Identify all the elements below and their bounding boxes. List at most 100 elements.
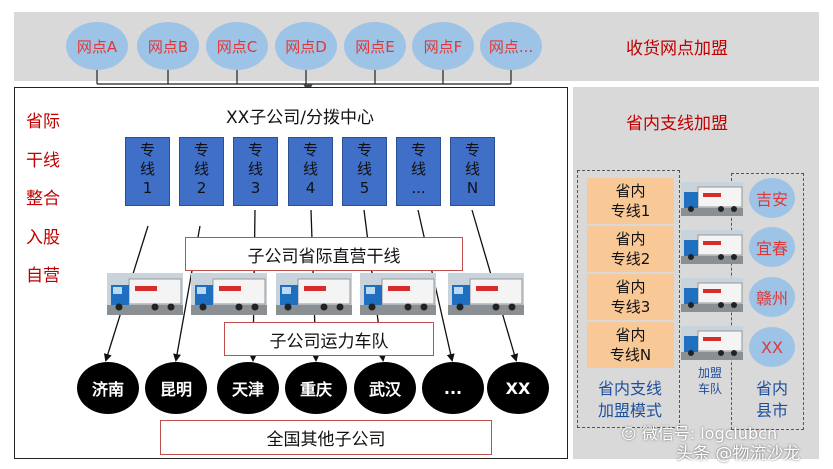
direct-trunk-label: 子公司省际直营干线 [185,237,463,271]
city-label: 天津 [231,380,264,399]
city-node: ... [422,362,484,414]
dedicated-line-char: 专 [356,141,372,159]
fleet-small-label-line: 车队 [697,382,722,396]
left-label-line: 整合 [26,189,60,209]
provincial-line-text: 专线2 [610,250,651,268]
provincial-line-text: 专线3 [610,298,651,316]
dedicated-line-char: 线 [356,160,372,178]
provincial-line-text: 省内 [615,230,646,248]
network-node-label: 网点F [423,37,463,56]
city-label: ... [443,378,463,398]
network-node: 网点C [206,22,268,70]
mode-label: 省内支线 加盟模式 [587,378,673,422]
dedicated-line-number: 1 [142,179,153,197]
county-group-label-line: 省内 [755,379,788,398]
truck-icon [681,182,743,216]
dedicated-line-char: 专 [464,141,480,159]
county-node: XX [749,327,795,367]
fleet-small-label: 加盟 车队 [690,365,730,397]
city-label: 昆明 [159,380,192,399]
truck-image [191,273,267,315]
top-band-title: 收货网点加盟 [626,39,728,59]
network-node-label: 网点E [355,37,395,56]
dedicated-line-char: 线 [193,160,209,178]
city-label: XX [505,378,531,398]
truck-image [276,273,352,315]
truck-icon [448,273,524,315]
network-node: 网点B [137,22,199,70]
dedicated-line-char: 线 [410,160,426,178]
provincial-line-box: 省内专线2 [587,226,674,272]
network-node: 网点A [66,22,128,70]
left-label-line: 干线 [26,150,60,171]
truck-image [360,273,436,315]
truck-icon [681,326,743,360]
left-label-line: 入股 [26,227,60,248]
network-node: 网点D [275,22,337,70]
provincial-line-box: 省内专线3 [587,274,674,320]
truck-image [681,182,743,216]
city-label: 重庆 [299,380,332,399]
county-label: 吉安 [755,190,788,209]
city-label: 武汉 [368,380,401,399]
mode-label-line: 加盟模式 [597,401,662,420]
truck-image [681,278,743,312]
provincial-line-text: 专线1 [610,202,651,220]
county-node: 宜春 [749,227,795,267]
dedicated-line-char: 专 [247,141,263,159]
mode-label-line: 省内支线 [597,379,662,398]
network-node-label: 网点B [147,37,189,56]
provincial-line-text: 省内 [615,182,646,200]
left-label-line: 省际 [26,112,60,132]
dedicated-line-number: N [466,179,479,197]
wechat-watermark-text: 微信号: logclubcn [641,424,778,443]
dedicated-line-number: 5 [359,179,370,197]
wechat-watermark: ☺ 微信号: logclubcn [621,420,777,444]
dedicated-line-char: 线 [302,160,318,178]
dedicated-line-char: 线 [464,160,480,178]
network-node-label: 网点C [216,37,258,56]
city-node: XX [487,362,549,414]
left-label-line: 自营 [26,266,60,286]
truck-icon [360,273,436,315]
dedicated-line-number: ... [411,179,426,197]
mode-dashed-box [577,170,680,428]
right-panel-title: 省内支线加盟 [626,114,728,134]
fleet-label: 子公司运力车队 [224,322,434,356]
truck-image [681,230,743,264]
dedicated-line-box: 专线... [396,137,441,206]
network-node-label: 网点... [488,37,534,56]
provincial-line-text: 专线N [609,346,652,364]
network-node: 网点E [344,22,406,70]
toutiao-watermark: 头条 @物流沙龙 [676,444,801,464]
dedicated-line-char: 线 [247,160,263,178]
city-node: 武汉 [354,362,416,414]
truck-icon [107,273,183,315]
dedicated-line-char: 专 [302,141,318,159]
truck-icon [276,273,352,315]
county-label: 赣州 [755,289,788,308]
dedicated-line-number: 4 [305,179,316,197]
provincial-line-box: 省内专线N [587,322,674,368]
truck-icon [681,278,743,312]
city-node: 昆明 [145,362,207,414]
network-node-label: 网点A [76,37,118,56]
network-node-label: 网点D [285,37,327,56]
dedicated-line-number: 2 [196,179,207,197]
truck-icon [191,273,267,315]
county-node: 吉安 [749,178,795,218]
truck-icon [681,230,743,264]
dedicated-line-char: 专 [410,141,426,159]
center-title: XX子公司/分拨中心 [226,108,375,128]
network-node: 网点... [480,22,542,70]
network-node: 网点F [412,22,474,70]
truck-image [448,273,524,315]
city-label: 济南 [91,380,124,399]
county-label: XX [761,337,783,357]
dedicated-line-number: 3 [250,179,261,197]
truck-image [107,273,183,315]
